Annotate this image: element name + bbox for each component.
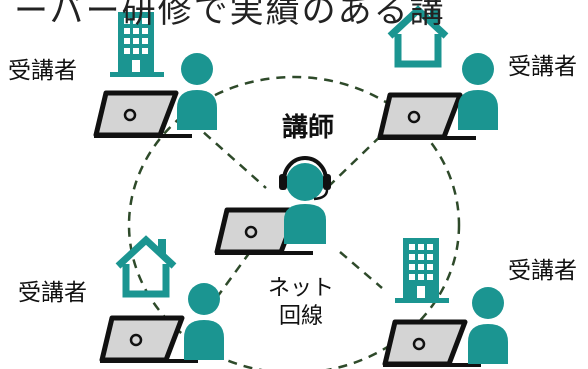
network-label-line2: 回線 <box>279 303 324 329</box>
person-icon <box>468 287 508 364</box>
laptop-icon <box>100 318 198 361</box>
connection-lines <box>191 121 393 301</box>
network-label-line1: ネット <box>268 276 335 301</box>
house-icon <box>118 239 174 294</box>
person-icon <box>177 53 217 130</box>
learner-label-top-left: 受講者 <box>8 58 77 84</box>
learner-label-bottom-right: 受講者 <box>508 258 577 284</box>
learner-label-bottom-left: 受講者 <box>18 280 87 306</box>
page-title-fragment: ーバー研修で実績のある講 <box>14 0 446 31</box>
instructor <box>215 156 331 253</box>
network-label: ネット 回線 <box>268 275 334 330</box>
laptop-icon <box>383 322 481 365</box>
learner-label-top-right: 受講者 <box>508 54 577 80</box>
learner-bottom-right <box>383 238 508 365</box>
learner-bottom-left <box>100 239 224 361</box>
instructor-label: 講師 <box>282 113 335 143</box>
person-icon <box>184 283 224 360</box>
network-circle <box>127 75 461 369</box>
person-icon <box>458 53 498 130</box>
headset-person-icon <box>279 156 331 244</box>
